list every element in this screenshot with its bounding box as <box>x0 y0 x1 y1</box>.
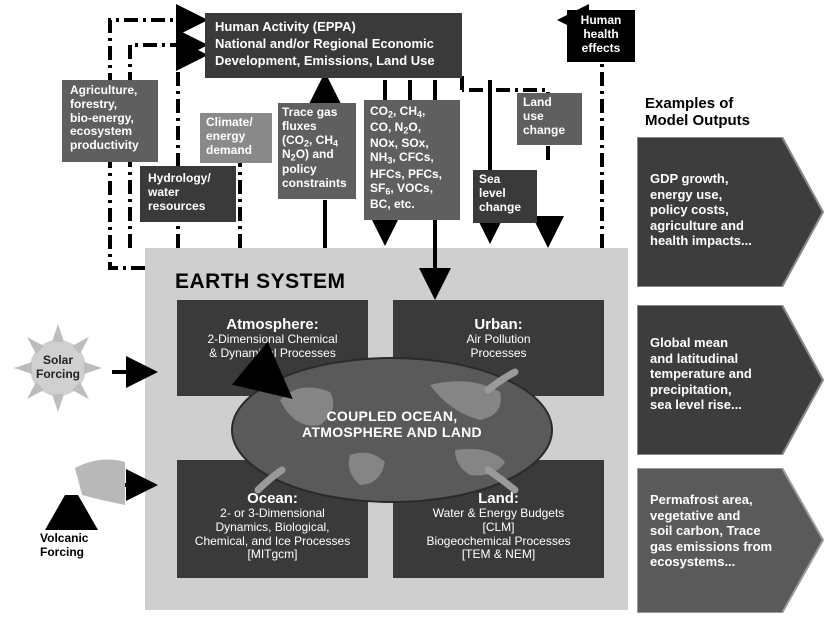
sea-level-box: Sea level change <box>473 170 537 223</box>
climate-energy-box: Climate/ energy demand <box>200 113 272 163</box>
human-activity-title: Human Activity (EPPA) <box>215 19 356 34</box>
atmosphere-title: Atmosphere: <box>226 316 319 333</box>
human-activity-line3: Development, Emissions, Land Use <box>215 52 435 68</box>
output-chevron-2: Global mean and latitudinal temperature … <box>636 304 825 460</box>
emissions-box: CO2, CH4, CO, N2O, NOx, SOx, NH3, CFCs, … <box>364 100 460 220</box>
human-activity-box: Human Activity (EPPA) National and/or Re… <box>205 13 462 78</box>
hydrology-box: Hydrology/ water resources <box>140 166 236 222</box>
trace-gas-box: Trace gas fluxes (CO2, CH4 N2O) and poli… <box>278 103 356 199</box>
volcanic-label: Volcanic Forcing <box>40 531 89 559</box>
coupled-label: COUPLED OCEAN, ATMOSPHERE AND LAND <box>302 408 482 441</box>
outputs-heading: Examples of Model Outputs <box>645 95 750 130</box>
human-health-box: Human health effects <box>567 10 635 62</box>
land-use-box: Land use change <box>517 93 582 145</box>
land-title: Land: <box>478 490 519 507</box>
ocean-title: Ocean: <box>247 490 298 507</box>
output-chevron-3: Permafrost area, vegetative and soil car… <box>636 467 825 618</box>
agriculture-box: Agriculture, forestry, bio-energy, ecosy… <box>62 80 158 162</box>
output-chevron-1: GDP growth, energy use, policy costs, ag… <box>636 136 825 292</box>
urban-title: Urban: <box>474 316 523 333</box>
solar-label: Solar Forcing <box>36 353 80 381</box>
human-activity-line2: National and/or Regional Economic <box>215 35 434 51</box>
earth-system-title: EARTH SYSTEM <box>175 270 346 293</box>
